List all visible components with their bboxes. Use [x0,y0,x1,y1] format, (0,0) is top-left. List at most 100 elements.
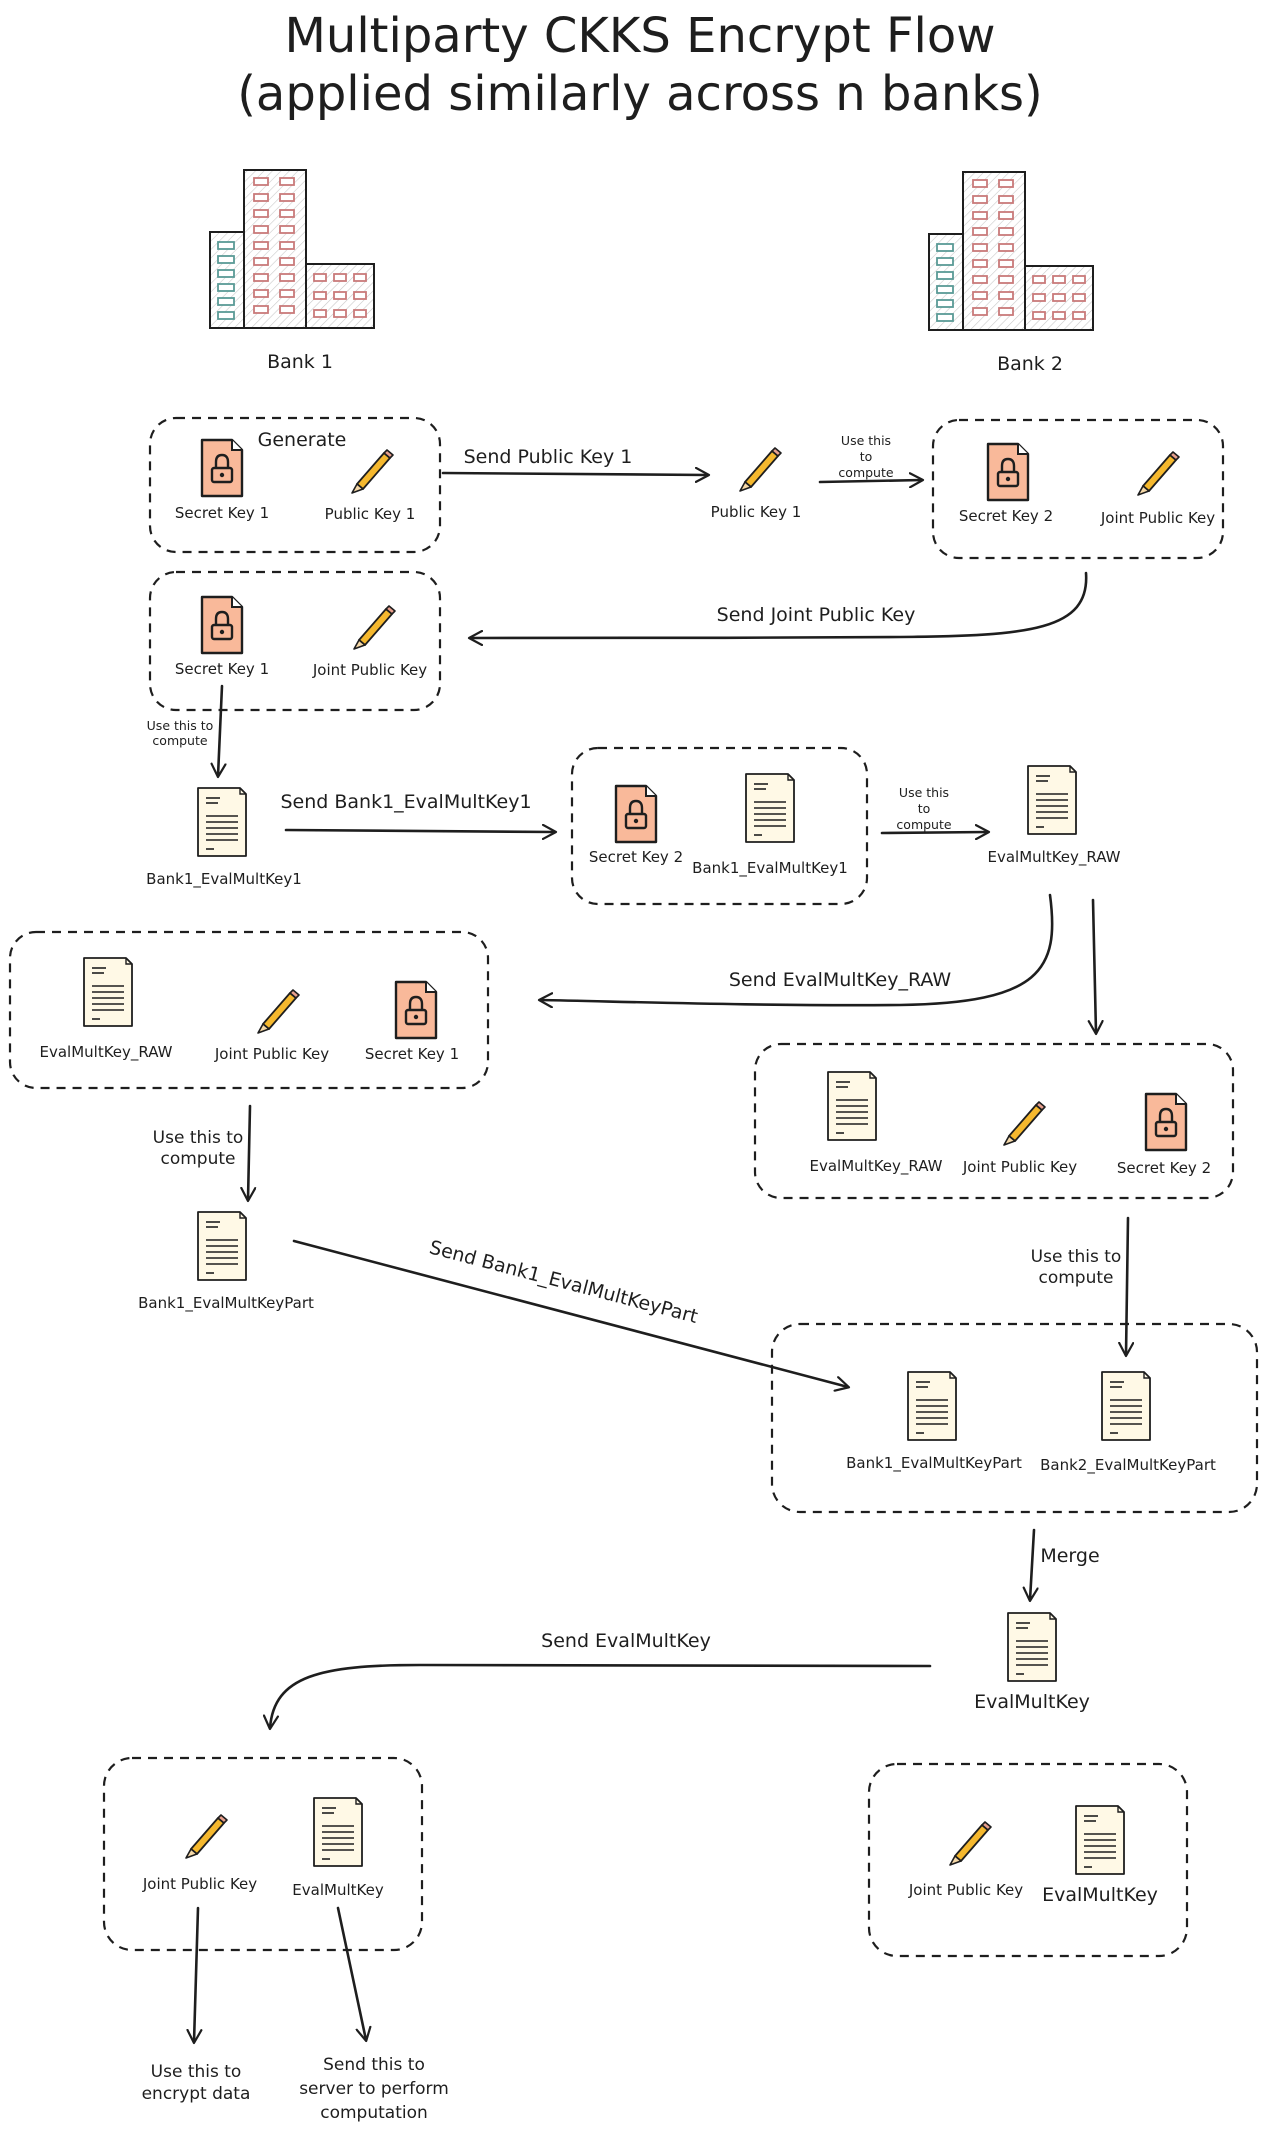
evalmultkey-label: EvalMultKey [974,1691,1090,1713]
send-evalmultkey-label: Send EvalMultKey [541,1630,711,1652]
bank-1-building-icon [209,169,375,329]
server-note-line-1: Send this to [323,2055,425,2075]
evalmultkey-raw-doc-icon-bank2 [827,1071,877,1141]
evalmultkey-raw-doc-icon-bank1 [83,957,133,1027]
compute-bank1-part-arrow [248,1104,250,1200]
secret-key-1-label: Secret Key 1 [175,504,269,522]
evalmultkey-doc-icon [1007,1612,1057,1682]
bank-1-label: Bank 1 [267,351,333,373]
bank-2-building-icon [928,171,1094,331]
evalmultkey-label-bank1: EvalMultKey [292,1881,384,1899]
compute-note-3-line-1: Use this [899,785,949,800]
merge-arrow [1030,1528,1034,1600]
secret-key-1-lock-icon-3 [394,980,438,1040]
compute-note-1-line-2: to [860,449,873,464]
joint-public-key-pencil-icon-bank1-final [185,1814,228,1859]
joint-public-key-label-bank2-final: Joint Public Key [908,1881,1023,1899]
public-key-1-transit-pencil-icon [739,447,782,492]
encrypt-note-line-2: encrypt data [142,2084,251,2104]
bank1-evalmultkey1-doc-icon-2 [745,773,795,843]
joint-public-key-pencil-icon-bank2-final [949,1821,992,1866]
public-key-1-transit-label: Public Key 1 [711,503,802,521]
evalmultkey-raw-label: EvalMultKey_RAW [988,848,1121,867]
bank2-evalmultkeypart-doc-icon [1101,1371,1151,1441]
compute-evalmultkey-raw-arrow [880,832,988,833]
bank-2-label: Bank 2 [997,353,1063,375]
send-evalmultkey-arrow [270,1663,932,1728]
public-key-1-label: Public Key 1 [325,505,416,523]
compute-note-4-line-1: Use this to [153,1128,244,1148]
send-evalmultkey-raw-label: Send EvalMultKey_RAW [729,969,952,991]
compute-note-4-line-2: compute [161,1149,236,1169]
bank1-evalmultkey1-label: Bank1_EvalMultKey1 [146,870,302,889]
joint-public-key-label-bank2: Joint Public Key [1100,509,1215,527]
evalmultkey-raw-label-bank2: EvalMultKey_RAW [810,1157,943,1176]
secret-key-2-label-3: Secret Key 2 [1117,1159,1211,1177]
send-evalmultkey-raw-arrow [540,893,1054,1005]
send-joint-public-key-label: Send Joint Public Key [717,604,916,626]
compute-note-1-line-3: compute [838,465,893,480]
bank1-evalmultkeypart-doc-icon [197,1211,247,1281]
joint-public-key-pencil-icon-bank1-2 [257,989,300,1034]
secret-key-2-label: Secret Key 2 [959,507,1053,525]
compute-note-3-line-3: compute [896,817,951,832]
secret-key-1-lock-icon-2 [200,595,244,655]
joint-public-key-label-bank1-2: Joint Public Key [214,1045,329,1063]
joint-public-key-pencil-icon-bank1 [353,605,396,650]
send-joint-public-key-arrow [470,571,1088,638]
send-bank1-evalmultkeypart-label: Send Bank1_EvalMultKeyPart [427,1236,700,1327]
bank2-evalmultkey-raw-group [753,1042,1235,1200]
server-note-line-3: computation [320,2103,428,2123]
bank2-evalmultkeypart-label: Bank2_EvalMultKeyPart [1040,1456,1216,1475]
evalmultkey-label-bank2: EvalMultKey [1042,1884,1158,1906]
joint-public-key-label-bank1: Joint Public Key [312,661,427,679]
bank1-evalmultkey-raw-group [8,930,490,1090]
bank1-evalmultkeypart-label-2: Bank1_EvalMultKeyPart [846,1454,1022,1473]
merge-label: Merge [1040,1545,1099,1567]
secret-key-1-label-3: Secret Key 1 [365,1045,459,1063]
evalmultkey-doc-icon-bank2 [1075,1805,1125,1875]
joint-public-key-pencil-icon-bank2-2 [1003,1101,1046,1146]
evalmultkey-doc-icon-bank1 [313,1797,363,1867]
evalmultkey-raw-to-bank2-arrow [1093,898,1096,1033]
send-public-key-1-arrow [441,473,708,475]
compute-note-1-line-1: Use this [841,433,891,448]
joint-public-key-label-bank2-2: Joint Public Key [962,1158,1077,1176]
secret-key-2-lock-icon-3 [1144,1092,1188,1152]
send-bank1-evalmultkey1-arrow [284,830,555,832]
joint-public-key-pencil-icon-bank2 [1137,451,1180,496]
joint-public-key-label-bank1-final: Joint Public Key [142,1875,257,1893]
evalmultkey-usage-arrow [336,1906,366,2040]
secret-key-2-lock-icon [986,442,1030,502]
secret-key-2-label-2: Secret Key 2 [589,848,683,866]
encrypt-note-line-1: Use this to [151,2062,242,2082]
secret-key-1-label-2: Secret Key 1 [175,660,269,678]
send-bank1-evalmultkeypart-arrow [292,1239,848,1387]
evalmultkey-raw-label-bank1: EvalMultKey_RAW [40,1043,173,1062]
send-public-key-1-label: Send Public Key 1 [464,446,633,468]
secret-key-1-lock-icon [200,438,244,498]
bank1-evalmultkey1-label-2: Bank1_EvalMultKey1 [692,859,848,878]
bank1-evalmultkeypart-doc-icon-2 [907,1371,957,1441]
bank1-evalmultkeypart-label: Bank1_EvalMultKeyPart [138,1294,314,1313]
bank1-joint-key-group [148,570,442,712]
compute-note-2-line-2: compute [152,733,207,748]
compute-note-5-line-2: compute [1039,1268,1114,1288]
bank1-generate-group [148,416,442,554]
joint-key-usage-arrow [194,1906,198,2042]
bank1-evalmultkey1-doc-icon [197,787,247,857]
bank2-final-keys-group [867,1762,1189,1958]
generate-label: Generate [258,429,347,451]
evalmultkey-parts-group [770,1322,1259,1514]
compute-note-3-line-2: to [918,801,931,816]
send-bank1-evalmultkey1-label: Send Bank1_EvalMultKey1 [280,791,531,813]
bank1-final-keys-group [102,1756,424,1952]
bank2-joint-key-group [931,418,1225,560]
compute-note-5-line-1: Use this to [1031,1247,1122,1267]
compute-note-2-line-1: Use this to [147,718,214,733]
title-line-2: (applied similarly across n banks) [237,66,1043,122]
compute-evalmultkey1-arrow [218,684,222,776]
bank2-evalmultkey1-group [570,746,869,906]
secret-key-2-lock-icon-2 [614,784,658,844]
